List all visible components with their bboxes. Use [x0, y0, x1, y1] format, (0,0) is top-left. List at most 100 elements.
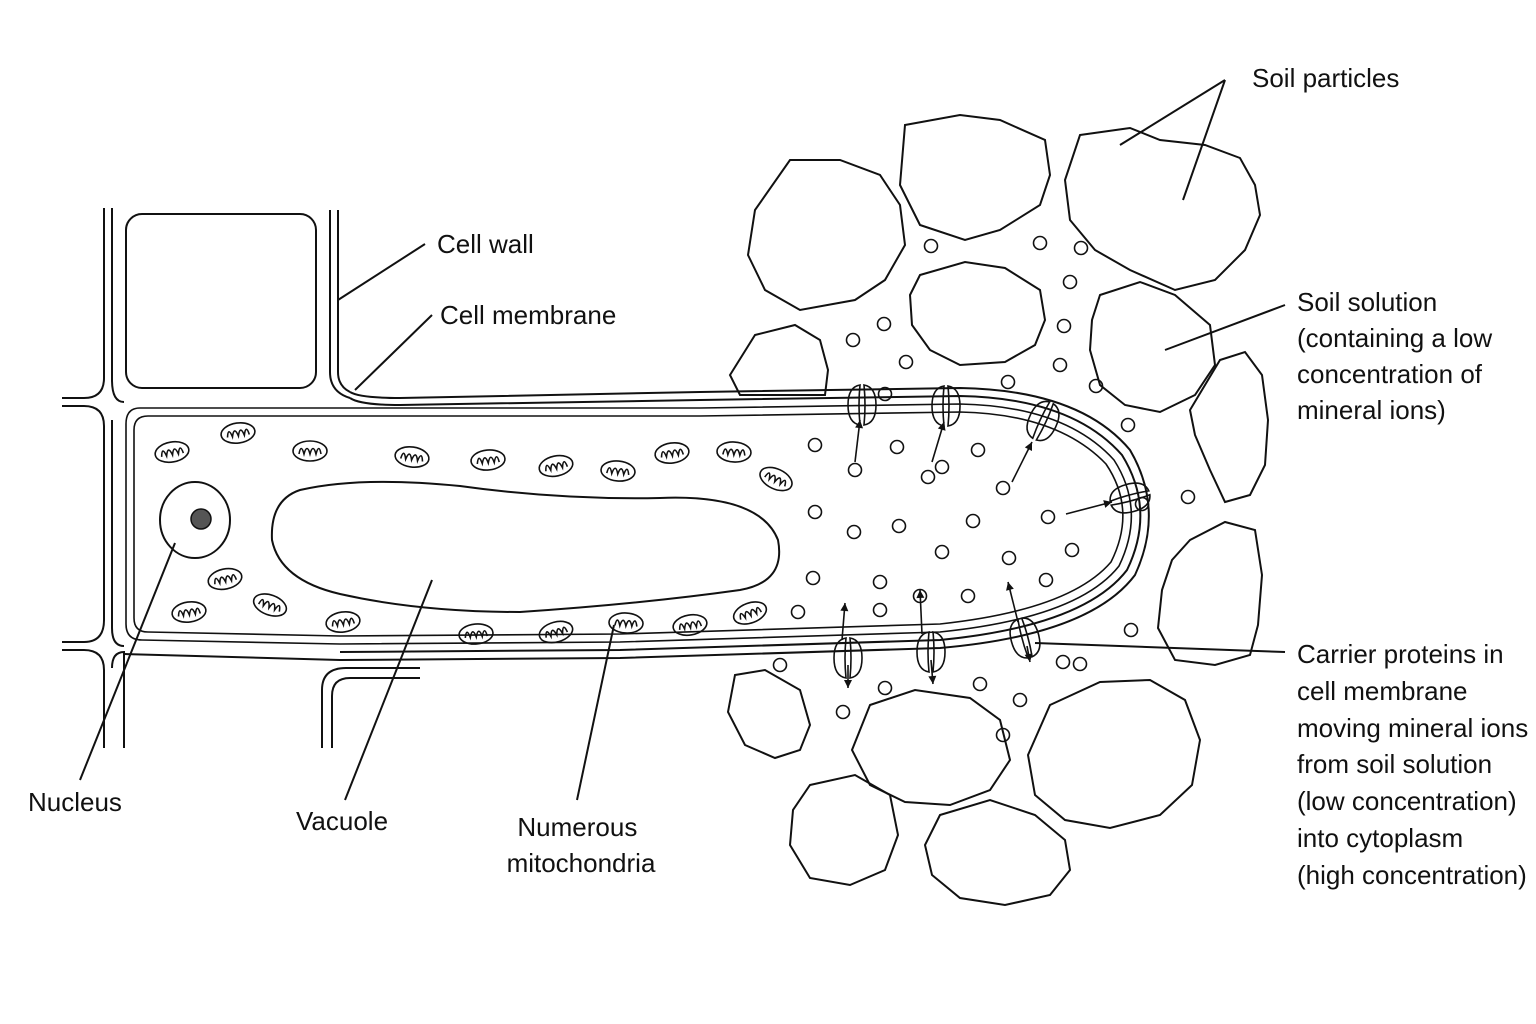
mineral-ion: [872, 602, 888, 618]
carrier-protein: [847, 384, 877, 426]
carrier-protein: [833, 637, 863, 679]
mitochondrion: [394, 446, 430, 468]
arrowhead: [937, 422, 946, 431]
mineral-ion: [877, 680, 893, 696]
mineral-ion: [845, 332, 861, 348]
carrier-proteins: [833, 384, 1151, 688]
mineral-ion: [1032, 235, 1048, 251]
cell-wall: [331, 677, 420, 748]
cell-wall: [62, 405, 105, 643]
soil-particle: [923, 798, 1072, 907]
mineral-ion: [995, 480, 1011, 496]
mineral-ion: [995, 727, 1011, 743]
leader-soil-particles-2: [1182, 79, 1226, 201]
mineral-ion: [1052, 357, 1068, 373]
mineral-ion: [1056, 318, 1072, 334]
soil-particle: [728, 323, 830, 396]
mitochondrion: [716, 441, 752, 463]
mineral-ion: [772, 657, 788, 673]
soil-particle: [1088, 280, 1217, 414]
leader-soil-solution: [1164, 304, 1286, 351]
mineral-ion: [920, 469, 936, 485]
mineral-ion: [1055, 654, 1071, 670]
mineral-ion: [1001, 550, 1017, 566]
mineral-ion: [889, 439, 905, 455]
nucleolus: [190, 508, 212, 530]
cell-membrane: [125, 403, 1133, 645]
mineral-ion: [835, 704, 851, 720]
carrier-protein: [1009, 617, 1041, 659]
mitochondrion: [759, 466, 793, 492]
mitochondrion: [171, 601, 207, 623]
mineral-ion: [1062, 274, 1078, 290]
mitochondrion: [608, 612, 644, 634]
mineral-ion: [960, 588, 976, 604]
arrowhead: [1024, 653, 1033, 662]
soil-particle: [850, 688, 1012, 807]
cell-wall: [111, 420, 125, 647]
carrier-protein: [1109, 482, 1151, 514]
mineral-ion: [1038, 572, 1054, 588]
mineral-ion: [1120, 417, 1136, 433]
mineral-ion: [790, 604, 806, 620]
mineral-ion: [898, 354, 914, 370]
leader-nucleus: [79, 542, 176, 781]
labels: Soil particles Cell wall Cell membrane S…: [28, 63, 1528, 890]
mitochondrion: [600, 460, 636, 482]
mitochondrion: [207, 567, 243, 591]
leader-mitochondria: [576, 624, 615, 801]
cell-wall: [111, 650, 125, 748]
neighbouring-cells: [62, 208, 420, 748]
mineral-ion: [970, 442, 986, 458]
arrowhead: [1006, 582, 1014, 591]
cell-wall-inner: [339, 394, 1142, 653]
label-cell-wall: Cell wall: [437, 229, 534, 259]
root-hair-cell: [123, 386, 1150, 662]
mineral-ion: [1123, 622, 1139, 638]
mineral-ions: [772, 235, 1196, 743]
mineral-ion: [965, 513, 981, 529]
leader-cell-wall: [337, 243, 426, 301]
mitochondrion: [538, 454, 574, 478]
mitochondrion: [672, 613, 708, 637]
arrowhead: [916, 590, 925, 599]
mitochondrion: [654, 442, 690, 464]
soil-particle: [746, 159, 907, 312]
soil-particle: [1063, 126, 1262, 292]
mineral-ion: [934, 544, 950, 560]
leader-vacuole: [344, 579, 433, 801]
mitochondrion: [292, 440, 328, 462]
mitochondria: [154, 422, 793, 645]
mitochondrion: [154, 440, 190, 464]
arrowhead: [1103, 500, 1112, 508]
mitochondrion: [732, 601, 768, 625]
mineral-ion: [891, 518, 907, 534]
label-mitochondria: Numerous mitochondria: [507, 812, 656, 878]
cell-wall: [111, 208, 125, 403]
mineral-ion: [877, 386, 893, 402]
soil-particle: [1026, 678, 1202, 830]
leader-soil-particles-1: [1119, 79, 1226, 146]
mineral-ion: [1064, 542, 1080, 558]
mineral-ion: [1000, 374, 1016, 390]
mineral-ion: [1012, 692, 1028, 708]
soil-particle: [898, 113, 1052, 242]
mitochondrion: [325, 611, 361, 633]
soil-particles: [726, 113, 1270, 907]
soil-particle: [1156, 520, 1264, 667]
arrowhead: [1024, 442, 1032, 451]
mineral-ion: [876, 316, 892, 332]
arrowhead: [928, 675, 937, 684]
cell-wall-outer: [123, 386, 1150, 662]
mitochondrion: [470, 449, 506, 471]
arrowhead: [840, 603, 849, 612]
mineral-ion: [1088, 378, 1104, 394]
mitochondrion: [252, 593, 288, 617]
carrier-protein: [916, 631, 946, 673]
soil-particle: [908, 260, 1047, 367]
soil-particle: [1188, 350, 1270, 504]
mineral-ion: [807, 504, 823, 520]
label-soil-solution: Soil solution (containing a low concentr…: [1297, 287, 1499, 425]
mitochondrion: [458, 623, 494, 645]
nucleus: [159, 481, 231, 559]
